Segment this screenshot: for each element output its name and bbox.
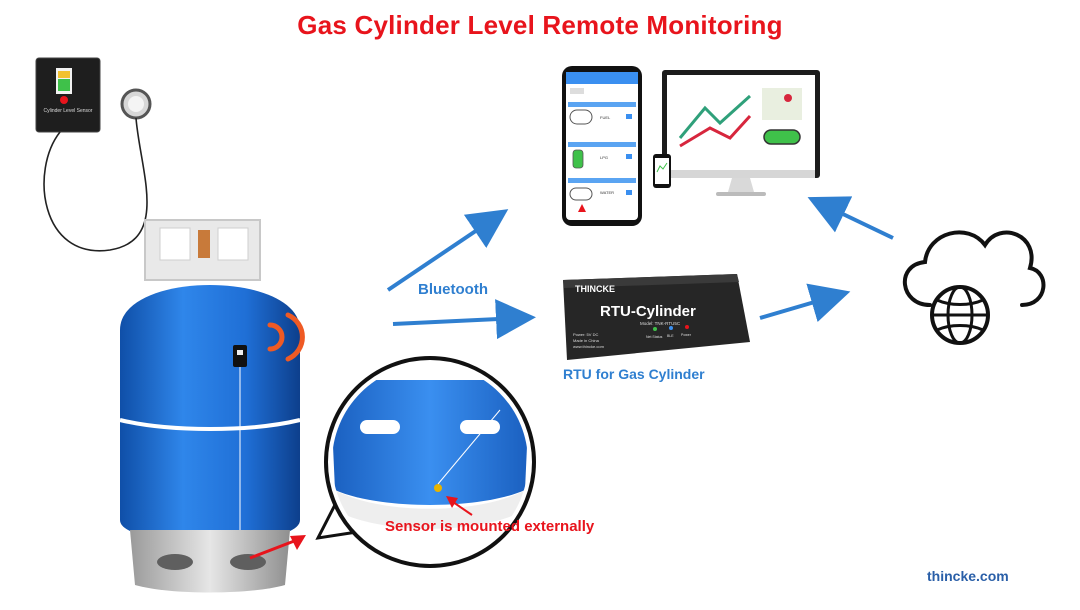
app-item-label: LPG bbox=[600, 155, 608, 160]
page-title: Gas Cylinder Level Remote Monitoring bbox=[297, 10, 783, 40]
rtu-info-line: Power: 5V DC bbox=[573, 332, 598, 337]
arrow-to-monitor bbox=[807, 196, 894, 240]
rtu-device: THINCKE RTU-Cylinder Model: TNK-RTU5C Po… bbox=[563, 274, 750, 360]
rtu-brand: THINCKE bbox=[575, 284, 615, 294]
sensor-note: Sensor is mounted externally bbox=[385, 518, 595, 535]
rtu-info-line: Made in China bbox=[573, 338, 600, 343]
app-item-label: FUEL bbox=[600, 115, 611, 120]
rtu-caption: RTU for Gas Cylinder bbox=[563, 366, 705, 382]
level-display-caption: Cylinder Level Sensor bbox=[44, 108, 93, 114]
svg-text:Power: Power bbox=[681, 333, 692, 337]
arrow-to-rtu bbox=[392, 299, 536, 340]
sensor-zoom-bubble bbox=[315, 356, 536, 568]
arrow-to-cloud bbox=[759, 283, 851, 322]
rtu-model-name: RTU-Cylinder bbox=[600, 303, 696, 320]
gas-cylinder bbox=[119, 219, 301, 593]
rtu-model-line: Model: TNK-RTU5C bbox=[640, 321, 681, 326]
signal-waves-icon bbox=[267, 312, 305, 362]
rtu-info-line: www.thincke.com bbox=[573, 344, 605, 349]
bluetooth-label: Bluetooth bbox=[418, 281, 488, 298]
led-power bbox=[685, 325, 689, 329]
level-display-unit: Cylinder Level Sensor bbox=[35, 57, 152, 252]
arrow-to-phone bbox=[386, 209, 509, 292]
desktop-monitor bbox=[653, 70, 820, 196]
smartphone: FUEL LPG WATER bbox=[562, 66, 642, 226]
website-label: thincke.com bbox=[927, 568, 1009, 584]
led-ble bbox=[669, 326, 673, 330]
app-item-lpg: LPG bbox=[568, 142, 636, 169]
svg-text:BLE: BLE bbox=[667, 334, 674, 338]
svg-text:Net Status: Net Status bbox=[646, 335, 663, 339]
led-net-status bbox=[653, 327, 657, 331]
app-item-water: WATER bbox=[568, 178, 636, 212]
cloud-globe-icon bbox=[902, 230, 1046, 345]
pointer-arrows bbox=[249, 496, 473, 560]
app-item-fuel: FUEL bbox=[568, 102, 636, 125]
app-item-label: WATER bbox=[600, 190, 614, 195]
